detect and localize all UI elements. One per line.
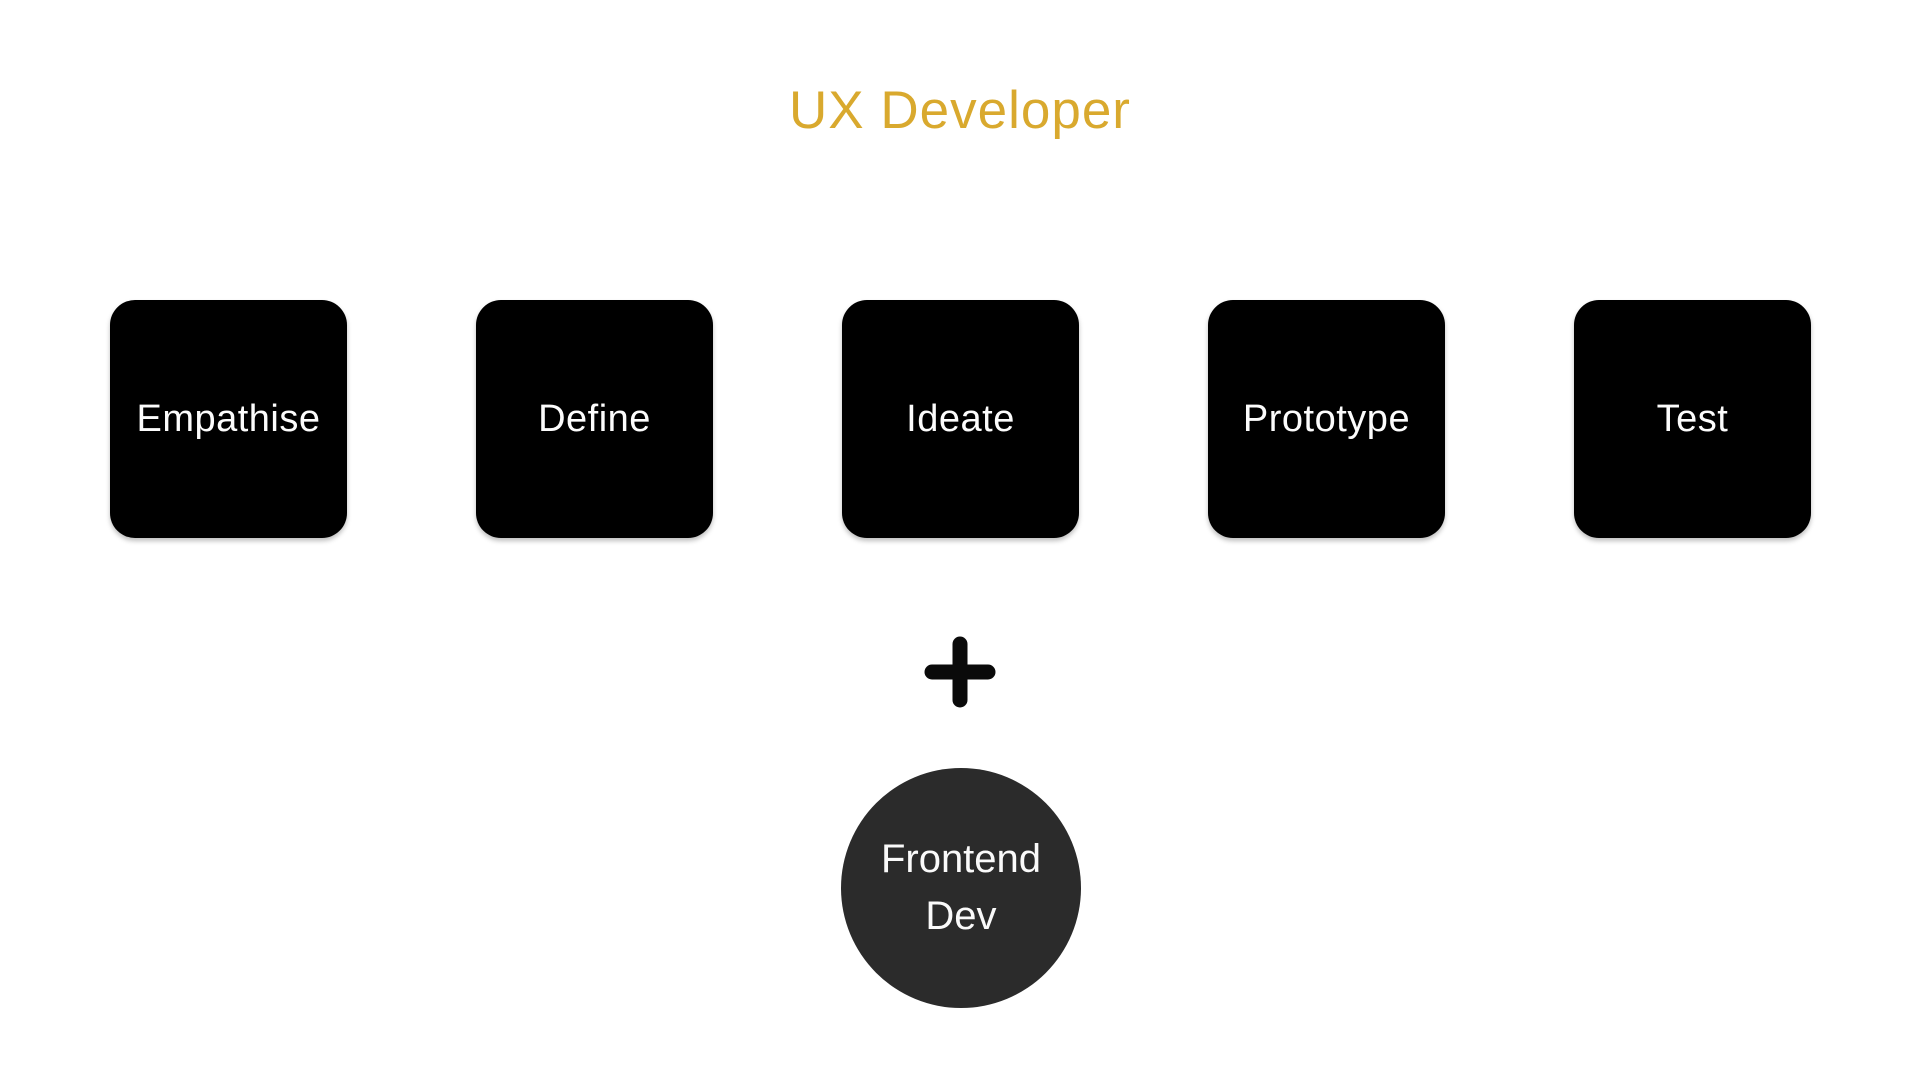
stage-label-define: Define: [538, 397, 651, 440]
role-label-line1: Frontend: [880, 837, 1042, 881]
stage-label-test: Test: [1656, 397, 1729, 440]
page-title: UX Developer: [789, 81, 1131, 140]
stage-label-ideate: Ideate: [906, 397, 1015, 440]
process-stage-row: Empathise Define Ideate Prototype Test: [110, 300, 1811, 538]
stage-box-ideate: Ideate: [842, 300, 1079, 538]
stage-box-define: Define: [476, 300, 713, 538]
plus-icon: [924, 636, 996, 708]
stage-box-prototype: Prototype: [1208, 300, 1445, 538]
stage-label-prototype: Prototype: [1242, 397, 1411, 440]
stage-label-empathise: Empathise: [136, 397, 321, 440]
stage-box-empathise: Empathise: [110, 300, 347, 538]
role-label-line2: Dev: [925, 894, 997, 938]
role-circle: Frontend Dev: [841, 768, 1081, 1008]
stage-box-test: Test: [1574, 300, 1811, 538]
